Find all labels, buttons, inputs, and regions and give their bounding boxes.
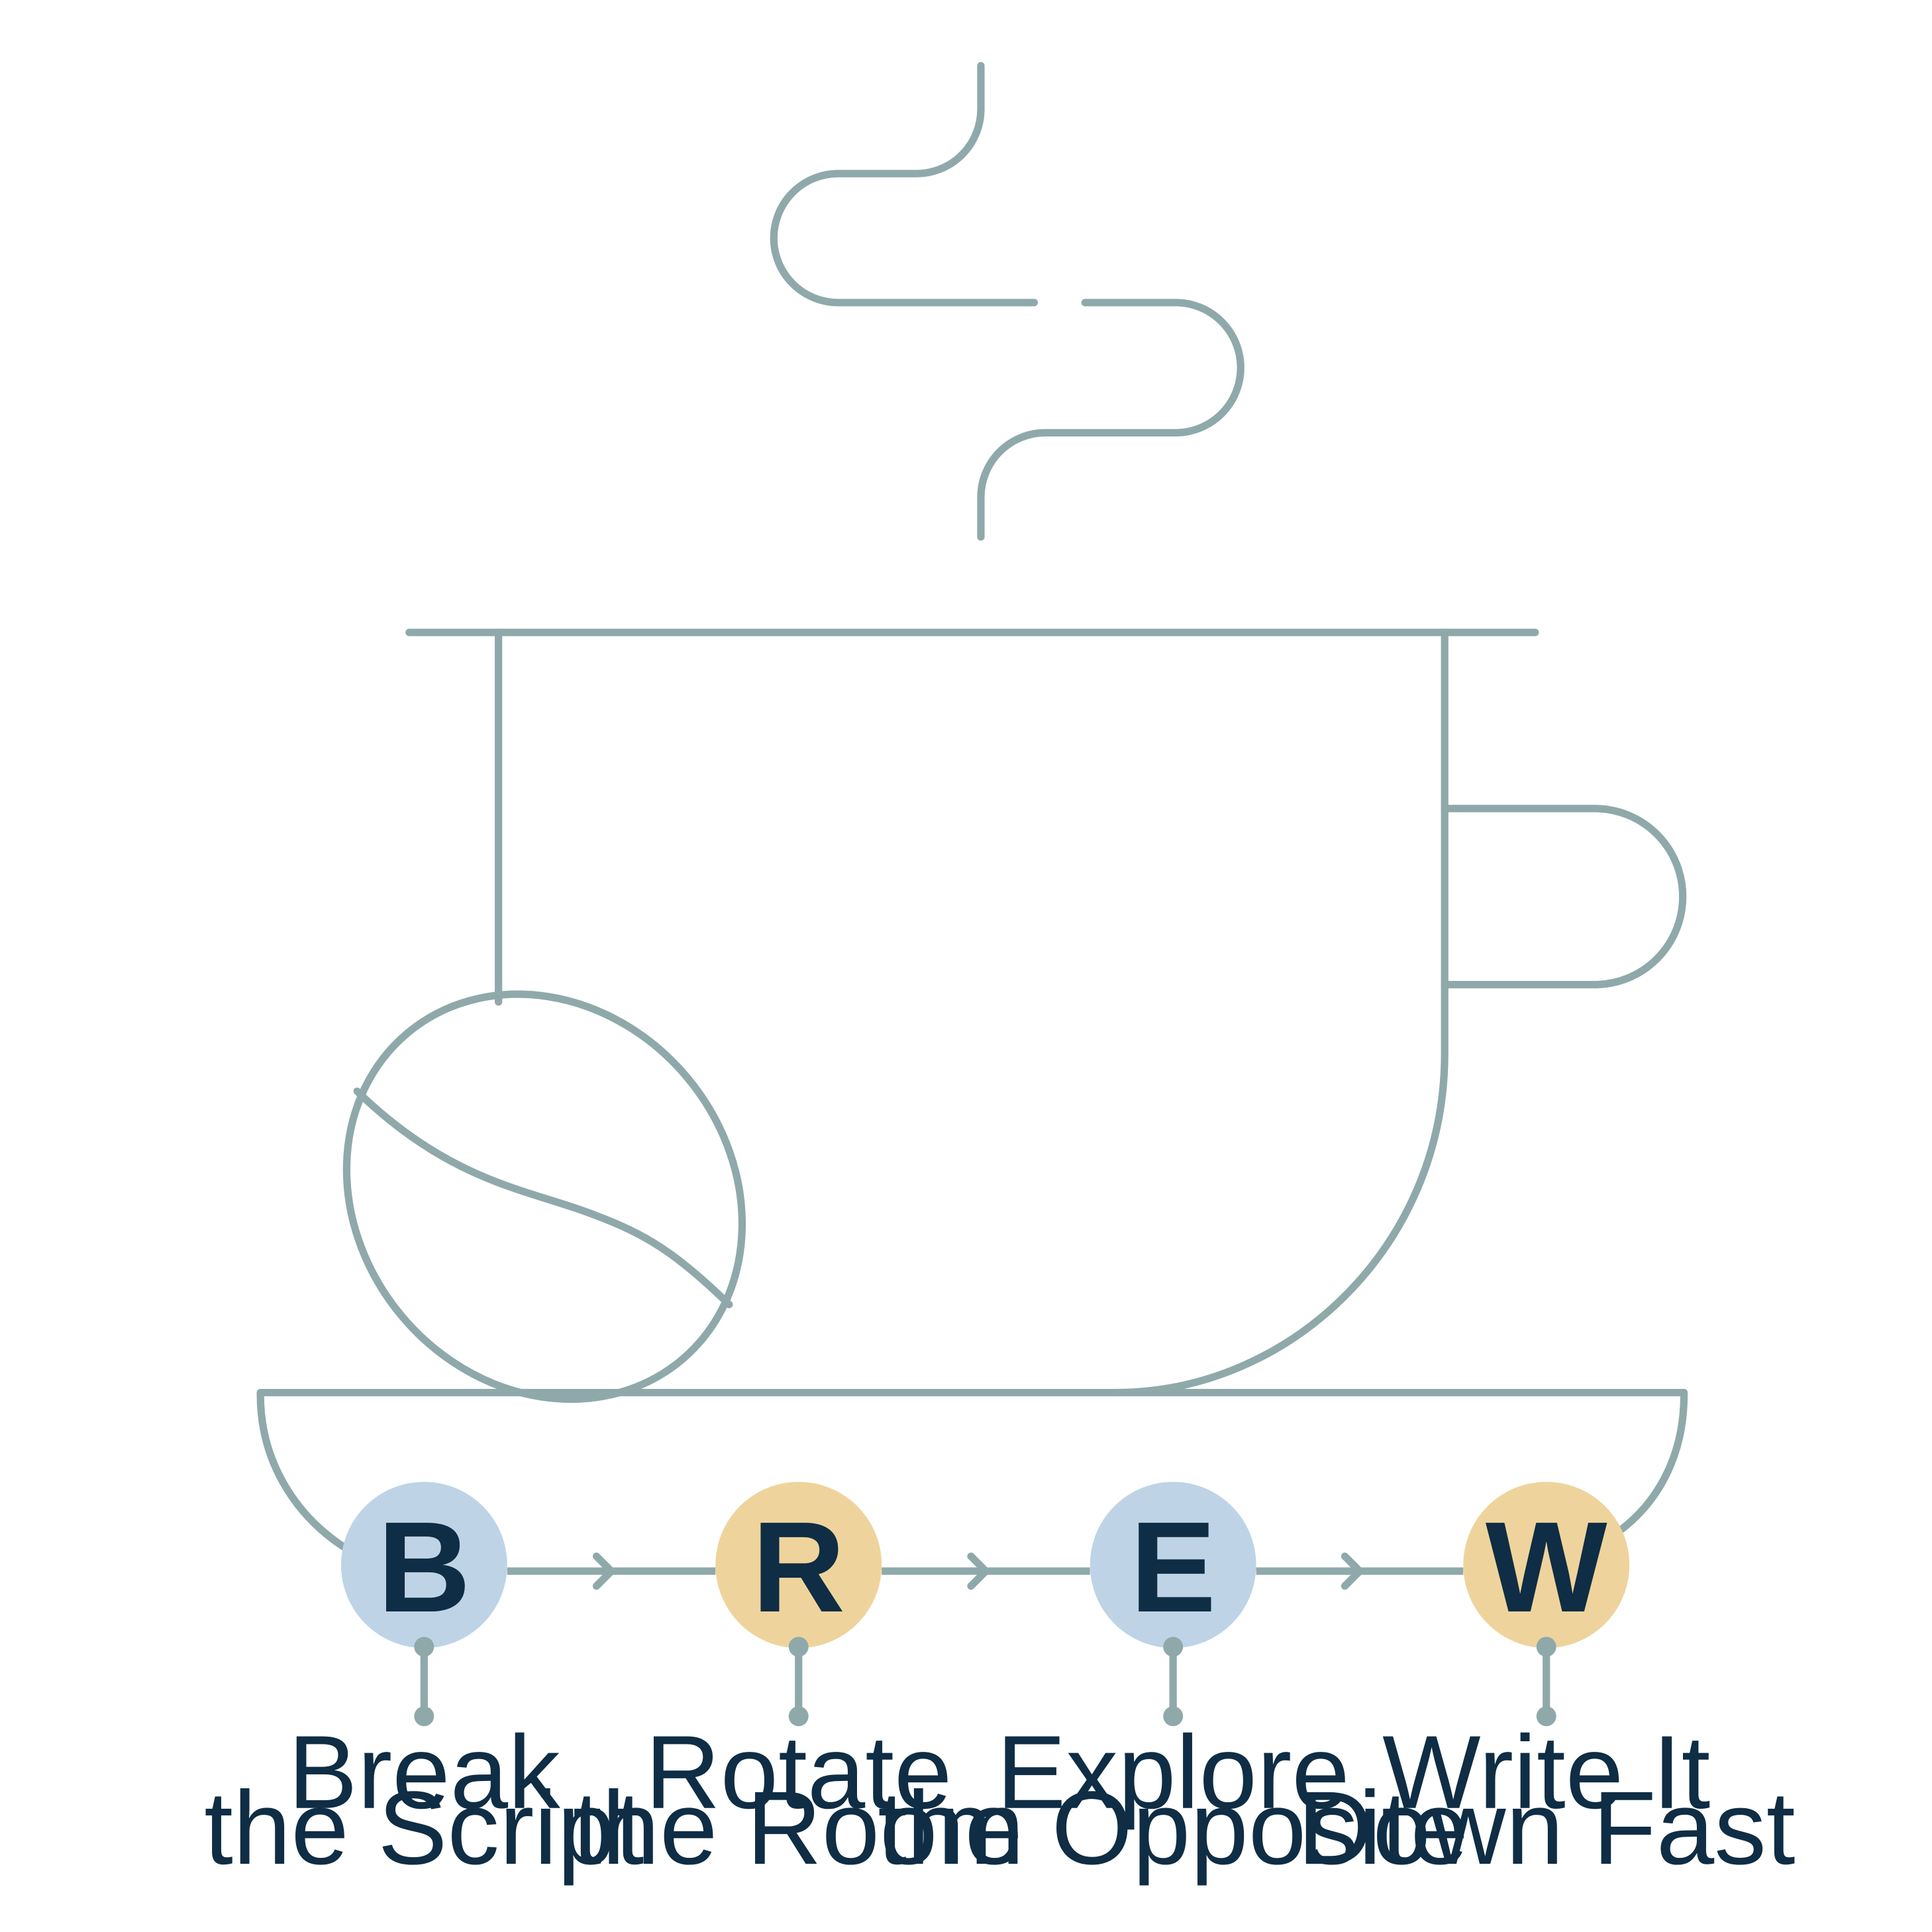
step-label-line1: Break — [288, 1715, 560, 1831]
steam-icon — [770, 62, 1245, 541]
step-circle — [1463, 1482, 1630, 1649]
step-label-line1: Rotate — [645, 1715, 952, 1831]
step-label-line2: the Opposite — [878, 1770, 1468, 1886]
step-letter: E — [1130, 1496, 1216, 1639]
pin-dot-bottom — [788, 1706, 809, 1727]
coffee-cup-icon — [405, 629, 1539, 1397]
step-circle — [1090, 1482, 1256, 1649]
step-letter: R — [752, 1496, 845, 1639]
pin-dot-bottom — [414, 1706, 434, 1727]
step-letter: W — [1486, 1496, 1607, 1639]
step-circle — [340, 1482, 507, 1649]
pin-dot-top — [1163, 1637, 1184, 1657]
arrow-right-icon — [592, 1552, 615, 1590]
saucer-icon — [256, 1388, 1688, 1552]
pin-dot-bottom — [1536, 1706, 1556, 1727]
pin-dot-top — [788, 1637, 809, 1657]
step-label-line2: Down Fast — [1297, 1770, 1796, 1886]
pin-dot-top — [414, 1637, 434, 1657]
coffee-bean-icon — [342, 990, 746, 1403]
step-circle — [715, 1482, 882, 1649]
step-letter: B — [378, 1496, 471, 1639]
process-flow — [507, 1552, 1464, 1590]
arrow-right-icon — [1341, 1552, 1364, 1590]
arrow-right-icon — [967, 1552, 990, 1590]
cup-handle-icon — [1441, 805, 1687, 989]
step-label-line1: Write It — [1382, 1715, 1710, 1831]
pin-dot-top — [1536, 1637, 1556, 1657]
step-label-line2: the Script — [204, 1770, 644, 1886]
pin-dot-bottom — [1163, 1706, 1184, 1727]
step-label-line1: Explore — [997, 1715, 1350, 1831]
step-label-line2: the Room — [573, 1770, 1025, 1886]
